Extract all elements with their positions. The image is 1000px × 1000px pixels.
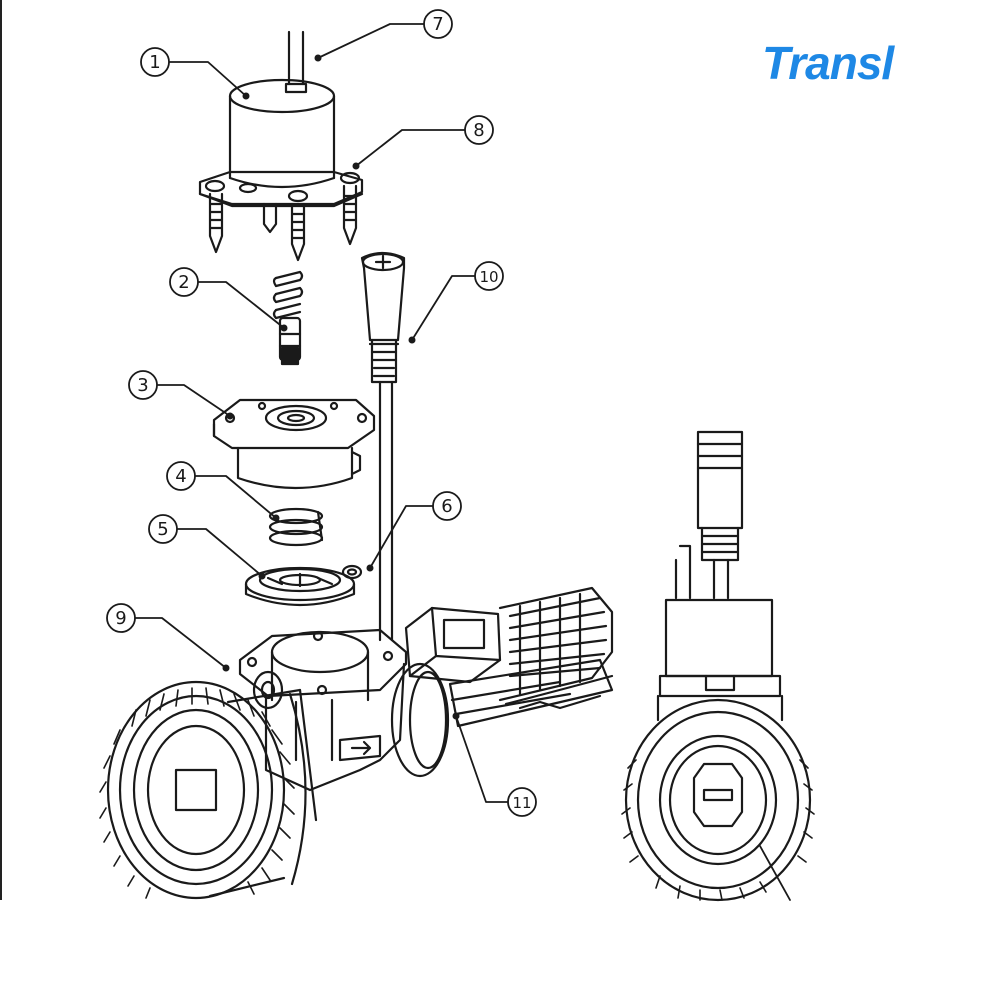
callout-5: 5 xyxy=(148,514,178,544)
callout-number: 11 xyxy=(512,794,531,812)
callout-number: 8 xyxy=(473,120,484,141)
part-spring xyxy=(268,507,324,547)
callout-7: 7 xyxy=(423,9,453,39)
callout-6: 6 xyxy=(432,491,462,521)
part-solenoid xyxy=(198,78,364,262)
leader-lines xyxy=(133,23,791,901)
callout-9: 9 xyxy=(106,603,136,633)
left-frame-line xyxy=(0,0,2,900)
part-ring xyxy=(341,564,363,580)
callout-3: 3 xyxy=(128,370,158,400)
callout-number: 9 xyxy=(115,608,126,629)
callout-4: 4 xyxy=(166,461,196,491)
part-diaphragm xyxy=(244,566,356,607)
callout-number: 2 xyxy=(178,272,189,293)
callout-number: 3 xyxy=(137,375,148,396)
part-valve-body xyxy=(238,586,614,792)
callout-number: 7 xyxy=(432,14,443,35)
leader-dots xyxy=(222,54,460,720)
callout-number: 6 xyxy=(441,496,452,517)
callout-1: 1 xyxy=(140,47,170,77)
part-bonnet xyxy=(212,398,376,490)
part-union-nut xyxy=(99,680,318,900)
callout-number: 1 xyxy=(149,52,160,73)
callout-number: 10 xyxy=(479,268,498,286)
brand-logo: Transl xyxy=(762,37,894,89)
part-connector xyxy=(360,251,406,642)
callout-10: 10 xyxy=(474,261,504,291)
callout-number: 4 xyxy=(175,466,186,487)
callout-8: 8 xyxy=(464,115,494,145)
part-side-view xyxy=(621,430,815,902)
callout-number: 5 xyxy=(157,519,168,540)
part-plunger-spring xyxy=(272,270,304,366)
callout-11: 11 xyxy=(507,787,537,817)
callout-2: 2 xyxy=(169,267,199,297)
callout-labels: 1 2 3 4 5 6 7 8 9 10 11 xyxy=(106,9,537,817)
part-wire xyxy=(284,30,308,94)
